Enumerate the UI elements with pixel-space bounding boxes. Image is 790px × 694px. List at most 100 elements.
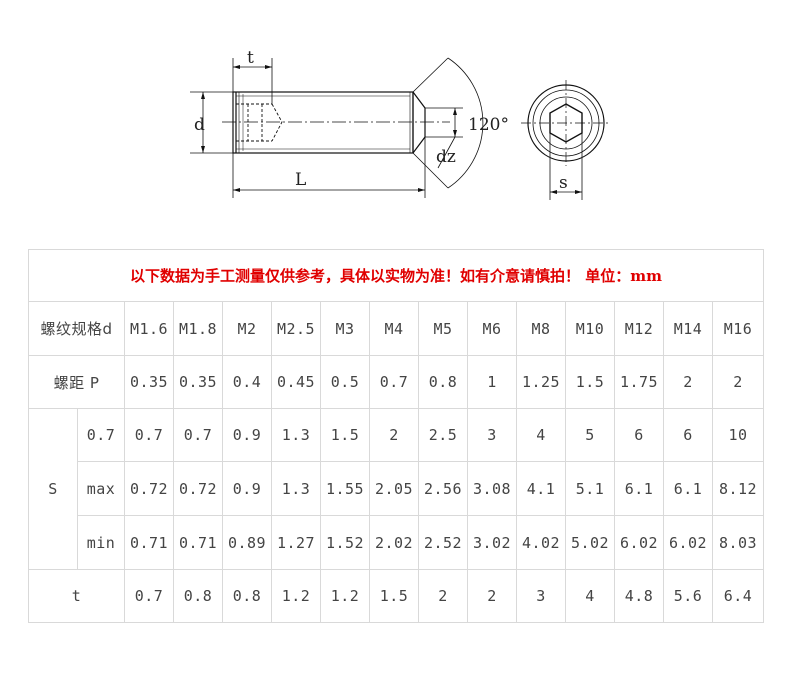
cell: M2.5 — [271, 301, 321, 356]
spec-header: 螺纹规格d — [28, 301, 125, 356]
cell: 2 — [663, 355, 713, 409]
cell: 5.1 — [565, 461, 615, 516]
cell: 0.45 — [271, 355, 321, 409]
cell: 0.8 — [222, 569, 272, 623]
label-d: d — [194, 115, 205, 135]
cell: 0.35 — [124, 355, 174, 409]
cell: 10 — [711, 408, 765, 462]
set-screw-drawing: t d L 120° dz s — [190, 48, 611, 200]
s-max-label: max — [77, 461, 125, 516]
cell: 2.56 — [418, 461, 468, 516]
cell: 2 — [418, 569, 468, 623]
cell: 1.25 — [516, 355, 566, 409]
cell: 1.5 — [320, 408, 370, 462]
screw-body — [232, 91, 414, 154]
cell: 4 — [565, 569, 615, 623]
pitch-header: 螺距 P — [28, 355, 125, 409]
cell: 0.7 — [124, 408, 174, 462]
cell: 0.72 — [124, 461, 174, 516]
cell: M1.8 — [173, 301, 223, 356]
label-dz: dz — [436, 147, 456, 167]
cell: 6 — [614, 408, 664, 462]
s-nominal-label: 0.7 — [77, 408, 125, 462]
spec-table: 以下数据为手工测量仅供参考，具体以实物为准！如有介意请慎拍！ 单位：mm 螺纹规… — [27, 249, 765, 623]
cell: 1.75 — [614, 355, 664, 409]
cell: M12 — [614, 301, 664, 356]
cell: M5 — [418, 301, 468, 356]
cell: 0.7 — [124, 569, 174, 623]
cell: 1.55 — [320, 461, 370, 516]
cell: 6.4 — [711, 569, 765, 623]
label-angle: 120° — [468, 115, 509, 135]
cell: 1.52 — [320, 515, 370, 570]
cell: 0.9 — [222, 408, 272, 462]
cell: 6 — [663, 408, 713, 462]
cell: 1.5 — [565, 355, 615, 409]
cell: 2 — [467, 569, 517, 623]
label-t: t — [247, 48, 254, 68]
cell: 0.71 — [124, 515, 174, 570]
cell: 5.6 — [663, 569, 713, 623]
cell: 0.7 — [173, 408, 223, 462]
cell: 0.89 — [222, 515, 272, 570]
row-spec: 螺纹规格d M1.6 M1.8 M2 M2.5 M3 M4 M5 M6 M8 M… — [28, 301, 765, 356]
cell: 1.27 — [271, 515, 321, 570]
cell: 2.52 — [418, 515, 468, 570]
s-min-label: min — [77, 515, 125, 570]
cell: M2 — [222, 301, 272, 356]
cell: 1.2 — [320, 569, 370, 623]
row-s-nominal: S 0.7 0.7 0.7 0.9 1.3 1.5 2 2.5 3 4 5 6 … — [28, 408, 765, 570]
cell: M16 — [711, 301, 765, 356]
cell: 0.35 — [173, 355, 223, 409]
row-t: t 0.7 0.8 0.8 1.2 1.2 1.5 2 2 3 4 4.8 5.… — [28, 569, 765, 623]
t-header: t — [28, 569, 125, 623]
cell: 1.3 — [271, 408, 321, 462]
cell: 1.5 — [369, 569, 419, 623]
cell: 3 — [467, 408, 517, 462]
cell: M1.6 — [124, 301, 174, 356]
cell: 0.9 — [222, 461, 272, 516]
cell: 0.72 — [173, 461, 223, 516]
cell: 0.71 — [173, 515, 223, 570]
cell: 2 — [711, 355, 765, 409]
cell: 4 — [516, 408, 566, 462]
cell: 1 — [467, 355, 517, 409]
cell: M8 — [516, 301, 566, 356]
cell: M3 — [320, 301, 370, 356]
cell: M4 — [369, 301, 419, 356]
cell: 3 — [516, 569, 566, 623]
cell: 4.8 — [614, 569, 664, 623]
cell: 2 — [369, 408, 419, 462]
cell: M6 — [467, 301, 517, 356]
s-header: S — [28, 408, 78, 570]
label-L: L — [295, 170, 306, 190]
cell: 8.12 — [711, 461, 765, 516]
cell: M10 — [565, 301, 615, 356]
cell: 4.1 — [516, 461, 566, 516]
cell: 0.8 — [173, 569, 223, 623]
cell: 5.02 — [565, 515, 615, 570]
row-pitch: 螺距 P 0.35 0.35 0.4 0.45 0.5 0.7 0.8 1 1.… — [28, 355, 765, 409]
cell: 0.4 — [222, 355, 272, 409]
cell: 6.1 — [614, 461, 664, 516]
cell: 0.7 — [369, 355, 419, 409]
cell: 6.1 — [663, 461, 713, 516]
cell: 2.05 — [369, 461, 419, 516]
cell: 2.02 — [369, 515, 419, 570]
cell: 4.02 — [516, 515, 566, 570]
row-s-min: min 0.71 0.71 0.89 1.27 1.52 2.02 2.52 3… — [29, 515, 765, 570]
cell: 6.02 — [663, 515, 713, 570]
cell: 0.5 — [320, 355, 370, 409]
label-s: s — [559, 173, 568, 193]
notice-text: 以下数据为手工测量仅供参考，具体以实物为准！如有介意请慎拍！ 单位：mm — [27, 249, 765, 302]
cell: 0.8 — [418, 355, 468, 409]
cone-tip — [412, 91, 426, 154]
cell: M14 — [663, 301, 713, 356]
cell: 6.02 — [614, 515, 664, 570]
cell: 5 — [565, 408, 615, 462]
cell: 3.08 — [467, 461, 517, 516]
cell: 1.3 — [271, 461, 321, 516]
cell: 1.2 — [271, 569, 321, 623]
cell: 8.03 — [711, 515, 765, 570]
cell: 2.5 — [418, 408, 468, 462]
